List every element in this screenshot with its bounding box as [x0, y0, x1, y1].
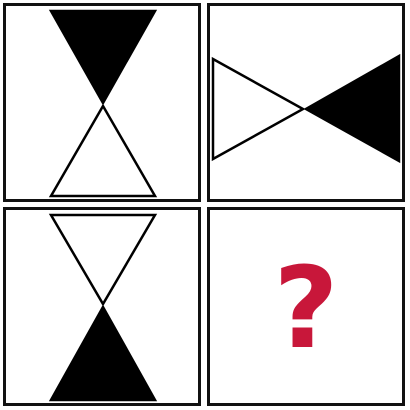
hourglass-top-filled [48, 9, 158, 198]
hourglass-bottom-filled [48, 213, 158, 402]
top-triangle-filled [48, 9, 158, 106]
question-mark: ? [273, 243, 339, 374]
left-triangle-empty [211, 56, 306, 162]
cell-top-left[interactable] [3, 3, 201, 202]
cell-top-right[interactable] [207, 3, 405, 202]
top-triangle-empty [48, 213, 158, 307]
bottom-triangle-filled [48, 304, 158, 402]
cell-bottom-right[interactable]: ? [207, 207, 405, 406]
bottom-triangle-empty [48, 103, 158, 198]
bowtie-right-filled [211, 53, 401, 164]
right-triangle-filled [303, 53, 401, 164]
cell-bottom-left[interactable] [3, 207, 201, 406]
